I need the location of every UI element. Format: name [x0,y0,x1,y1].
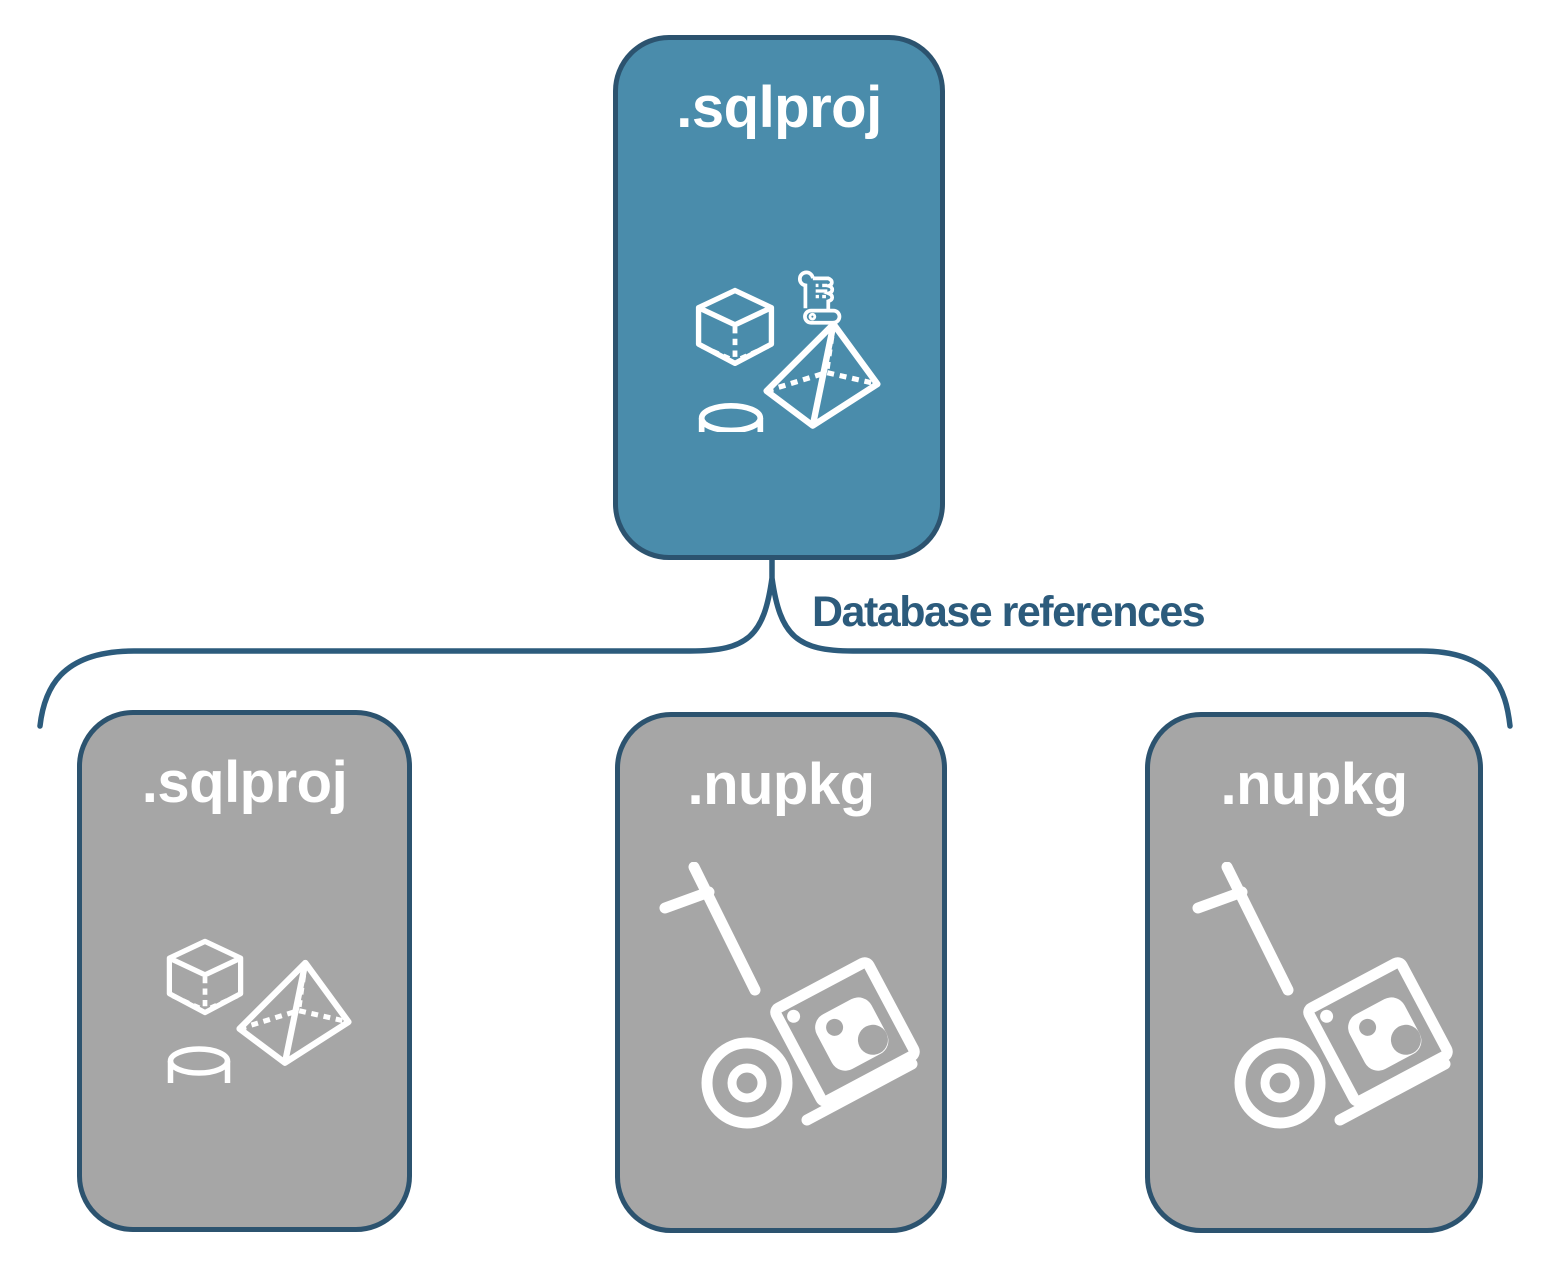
cube-icon [699,291,772,364]
brace-path [37,553,1513,729]
box-reference-sqlproj-label: .sqlproj [141,750,348,815]
connector-label: Database references [812,588,1206,636]
database-cylinder-icon [702,406,761,432]
sql-objects-icons [161,873,356,1083]
box-reference-nupkg-1-label: .nupkg [687,752,875,817]
box-reference-nupkg-2: .nupkg [1145,712,1483,1233]
sql-objects-icons [690,160,890,432]
hand-truck-package-icon [1198,867,1449,1123]
pyramid-icon [240,963,349,1063]
package-hand-truck-icon [657,862,922,1142]
box-reference-nupkg-2-label: .nupkg [1220,752,1408,817]
pyramid-icon [767,324,878,426]
cube-icon [169,941,240,1012]
script-scroll-icon [800,272,840,322]
package-hand-truck-icon [1190,862,1455,1142]
box-main-sqlproj-label: .sqlproj [676,75,882,140]
box-main-sqlproj: .sqlproj [613,35,945,560]
hand-truck-package-icon [665,867,916,1123]
database-cylinder-icon [171,1049,228,1083]
box-reference-nupkg-1: .nupkg [615,712,947,1233]
box-reference-sqlproj: .sqlproj [77,710,412,1232]
